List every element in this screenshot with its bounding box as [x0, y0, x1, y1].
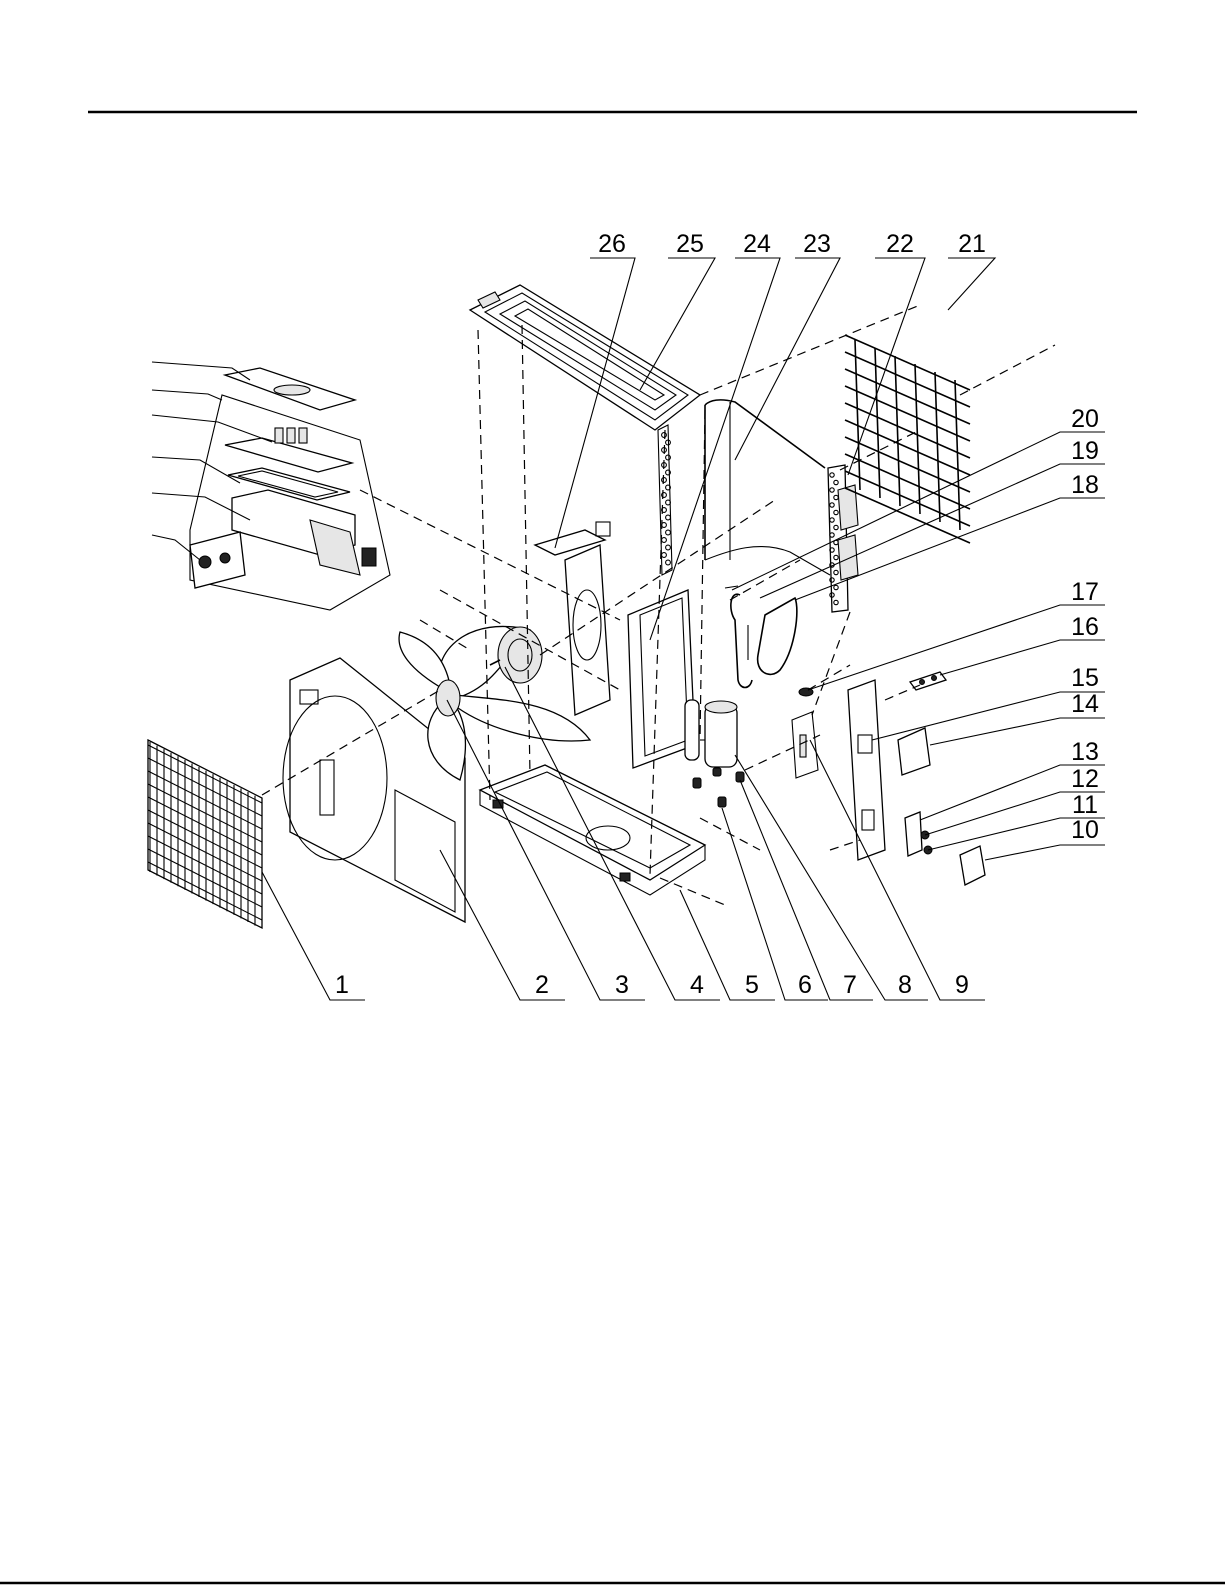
callout-leader-1	[262, 872, 365, 1000]
condenser-coil-part	[828, 465, 858, 612]
callout-number-22: 22	[886, 230, 914, 258]
callout-number-20: 20	[1071, 405, 1099, 433]
electrical-box-assembly	[190, 368, 390, 610]
callout-number-23: 23	[803, 230, 831, 258]
callout-leader-7	[740, 780, 873, 1000]
callout-number-7: 7	[843, 971, 857, 999]
callout-number-5: 5	[745, 971, 759, 999]
callout-number-1: 1	[335, 971, 349, 999]
callout-leader-21	[948, 258, 995, 310]
top-cover-part	[470, 285, 700, 430]
callout-leader-8	[735, 755, 928, 1000]
callout-number-15: 15	[1071, 664, 1099, 692]
callout-number-17: 17	[1071, 578, 1099, 606]
callout-number-24: 24	[743, 230, 771, 258]
callout-number-26: 26	[598, 230, 626, 258]
side-panel-part	[705, 400, 830, 575]
right-side-panel-part	[848, 680, 885, 860]
valve-assembly-part	[792, 688, 818, 778]
callout-leader-6	[722, 808, 828, 1000]
callout-number-25: 25	[676, 230, 704, 258]
callout-leader-23	[735, 258, 840, 460]
callout-number-10: 10	[1071, 816, 1099, 844]
callout-leader-22	[848, 258, 925, 475]
callout-leader-25	[640, 258, 715, 390]
callout-leader-9	[810, 740, 985, 1000]
front-grille-part	[148, 740, 262, 928]
callout-number-3: 3	[615, 971, 629, 999]
callout-leader-10	[985, 845, 1105, 860]
callout-leader-19	[760, 464, 1105, 598]
handle-part	[898, 728, 930, 775]
motor-bracket-part	[535, 522, 610, 715]
callout-number-18: 18	[1071, 471, 1099, 499]
compressor-feet-part	[693, 768, 744, 807]
callout-number-9: 9	[955, 971, 969, 999]
callout-number-19: 19	[1071, 437, 1099, 465]
callout-number-8: 8	[898, 971, 912, 999]
callout-number-4: 4	[690, 971, 704, 999]
compressor-part	[685, 700, 737, 767]
callout-number-12: 12	[1071, 765, 1099, 793]
callout-number-21: 21	[958, 230, 986, 258]
callout-number-16: 16	[1071, 613, 1099, 641]
callout-number-11: 11	[1072, 791, 1098, 819]
callout-number-2: 2	[535, 971, 549, 999]
callout-number-14: 14	[1071, 690, 1099, 718]
rear-wire-guard-part	[845, 335, 970, 543]
callout-number-13: 13	[1071, 738, 1099, 766]
refrigerant-tubing-part	[725, 586, 797, 688]
callout-number-6: 6	[798, 971, 812, 999]
valve-cover-part	[960, 846, 985, 885]
callout-leader-17	[808, 605, 1105, 690]
